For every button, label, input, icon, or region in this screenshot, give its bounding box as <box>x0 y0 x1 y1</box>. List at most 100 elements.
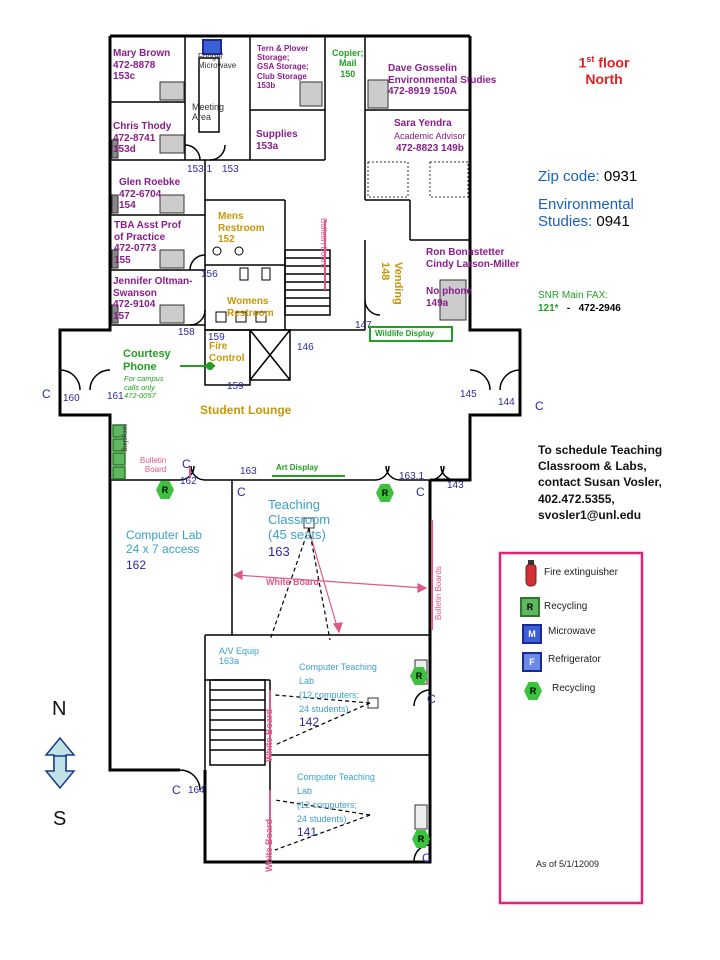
office-sara-name: Sara Yendra <box>394 118 452 129</box>
vending-148: Vending 148 <box>379 262 404 305</box>
microwave-icon: M <box>522 624 542 644</box>
recycling-vertical: recycling <box>121 424 128 452</box>
computer-lab: Computer Lab 24 x 7 access <box>126 528 203 556</box>
white-board-141: White Board <box>264 819 274 872</box>
lab-141-num: 141 <box>297 825 318 839</box>
legend-recycling-hex: Recycling <box>552 683 596 694</box>
lab-142: Computer Teaching Lab (12 computers; 24 … <box>299 662 377 714</box>
white-board-142: White Board <box>264 709 274 762</box>
bulletin-board-lounge: Bulletin Board <box>140 456 167 475</box>
room-163-1: 163.1 <box>399 471 425 482</box>
env-label-2: Studies: <box>538 213 593 231</box>
office-sara-num: 472-8823 149b <box>396 143 464 154</box>
fax-prefix: 121* <box>538 303 559 314</box>
recycling-bin-icon: R <box>520 597 540 617</box>
c-marker: C <box>42 387 51 401</box>
c-marker: C <box>172 783 181 797</box>
room-143: 143 <box>447 480 464 491</box>
recycling-icon: R <box>376 484 394 502</box>
office-chris-thody: Chris Thody 472-8741 153d <box>113 121 172 155</box>
lab-141: Computer Teaching Lab (12 computers; 24 … <box>297 772 375 824</box>
compass-south: S <box>53 808 67 830</box>
room-164: 164 <box>188 785 205 796</box>
fax-value: 472-2946 <box>578 303 621 314</box>
bulletin-board-vertical: Bulletin Board <box>319 218 328 268</box>
teaching-classroom-num: 163 <box>268 544 290 559</box>
fax-dash: - <box>566 303 571 314</box>
room-163: 163 <box>240 466 257 477</box>
refrigerator-icon: F <box>522 652 542 672</box>
floor-suffix: st <box>586 54 595 64</box>
copier-mail-150: Copier; Mail 150 <box>332 48 364 79</box>
office-ron-phone: No phone 149a <box>426 286 473 309</box>
floor-wing: North <box>585 70 623 87</box>
zip-code: Zip code: 0931 <box>538 168 637 185</box>
legend-recycling: Recycling <box>544 601 588 612</box>
legend-microwave: Microwave <box>548 626 596 637</box>
copier-label: Copier; Mail 150 <box>332 48 364 79</box>
as-of-date: As of 5/1/12009 <box>536 859 600 869</box>
room-159: 159 <box>208 332 225 343</box>
zip-value: 0931 <box>603 168 638 185</box>
womens-restroom: Womens Restroom <box>227 296 274 319</box>
white-board-163: White Board <box>266 577 319 587</box>
room-147: 147 <box>355 320 372 331</box>
room-153: 153 <box>222 164 239 175</box>
floor-word: floor <box>598 54 630 71</box>
fridge-microwave: Fridge/ Microwave <box>198 52 237 71</box>
recycling-icon: R <box>524 682 542 700</box>
room-160: 160 <box>63 393 80 404</box>
office-dave-gosselin: Dave Gosselin Environmental Studies 472-… <box>388 63 497 97</box>
fax-number: 121* - 472-2946 <box>538 303 621 315</box>
courtesy-phone-note: For campus calls only 472-0057 <box>124 374 164 401</box>
art-display: Art Display <box>276 463 319 472</box>
mens-restroom: Mens Restroom 152 <box>218 211 265 245</box>
c-marker: C <box>237 485 246 499</box>
supplies-153a: Supplies 153a <box>256 129 298 152</box>
room-159b: 159 <box>227 381 244 392</box>
lab-142-num: 142 <box>299 715 320 729</box>
office-glen-roebke: Glen Roebke 472-6704 154 <box>119 177 181 211</box>
courtesy-phone: Courtesy Phone <box>123 348 171 373</box>
teaching-classroom: Teaching Classroom (45 seats) <box>268 497 331 542</box>
office-jennifer: Jennifer Oltman- Swanson 472-9104 157 <box>113 276 193 322</box>
room-158: 158 <box>178 327 195 338</box>
room-161: 161 <box>107 391 124 402</box>
zip-label: Zip code: <box>538 168 600 185</box>
fire-control: Fire Control <box>209 341 245 364</box>
legend-refrigerator: Refrigerator <box>548 654 601 665</box>
office-ron: Ron Bonnstetter Cindy Larson-Miller <box>426 247 520 270</box>
recycling-icon: R <box>156 481 174 499</box>
compass-north: N <box>52 698 67 720</box>
c-marker: C <box>422 851 431 865</box>
av-equip: A/V Equip 163a <box>219 646 260 667</box>
wildlife-display: Wildlife Display <box>375 329 435 338</box>
schedule-note: To schedule Teaching Classroom & Labs, c… <box>538 443 663 522</box>
meeting-area: Meeting Area <box>192 102 225 123</box>
student-lounge: Student Lounge <box>200 403 292 417</box>
room-156: 156 <box>201 269 218 280</box>
bulletin-boards-vertical: Bulletin Boards <box>434 566 443 620</box>
office-mary-brown: Mary Brown 472-8878 153c <box>113 48 171 82</box>
computer-lab-num: 162 <box>126 558 147 572</box>
env-label-1: Environmental <box>538 196 634 213</box>
office-sara-role: Academic Advisor <box>394 131 466 141</box>
room-162: 162 <box>180 476 197 487</box>
env-value: 0941 <box>596 213 630 231</box>
storage-153b: Tern & Plover Storage; GSA Storage; Club… <box>257 44 309 90</box>
floor-number: 1 <box>578 54 587 71</box>
c-marker: C <box>535 399 544 413</box>
recycling-icon: R <box>412 830 430 848</box>
room-144: 144 <box>498 397 515 408</box>
recycling-icon: R <box>410 667 428 685</box>
room-153-1: 153.1 <box>187 164 213 175</box>
c-marker: C <box>182 457 191 471</box>
room-146: 146 <box>297 342 314 353</box>
legend-fire-extinguisher: Fire extinguisher <box>544 567 618 578</box>
c-marker: C <box>427 692 436 706</box>
c-marker: C <box>416 485 425 499</box>
office-tba: TBA Asst Prof of Practice 472-0773 155 <box>114 220 182 266</box>
